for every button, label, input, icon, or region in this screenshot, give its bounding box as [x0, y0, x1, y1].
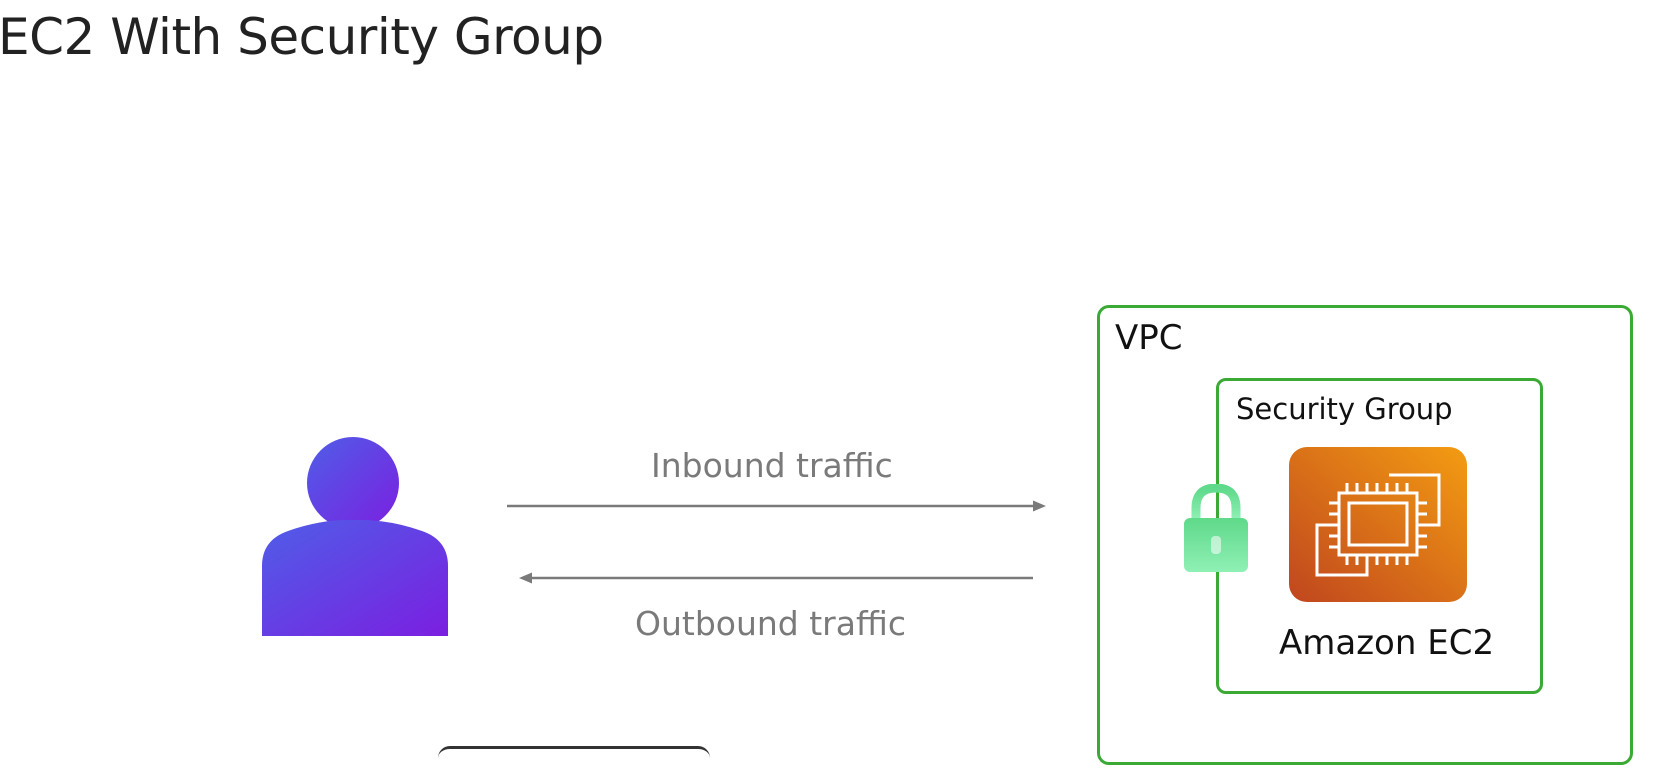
lock-icon	[1184, 484, 1248, 572]
security-group-label: Security Group	[1236, 392, 1453, 426]
ec2-label: Amazon EC2	[1279, 623, 1495, 663]
ec2-chip-icon	[1289, 447, 1467, 602]
user-icon	[262, 437, 448, 636]
outbound-arrow	[519, 572, 1033, 584]
vpc-label: VPC	[1115, 318, 1183, 358]
inbound-arrow	[507, 500, 1046, 512]
inbound-traffic-label: Inbound traffic	[651, 446, 893, 485]
partial-shape	[438, 746, 710, 769]
page-title: EC2 With Security Group	[0, 8, 604, 66]
outbound-traffic-label: Outbound traffic	[635, 604, 907, 643]
